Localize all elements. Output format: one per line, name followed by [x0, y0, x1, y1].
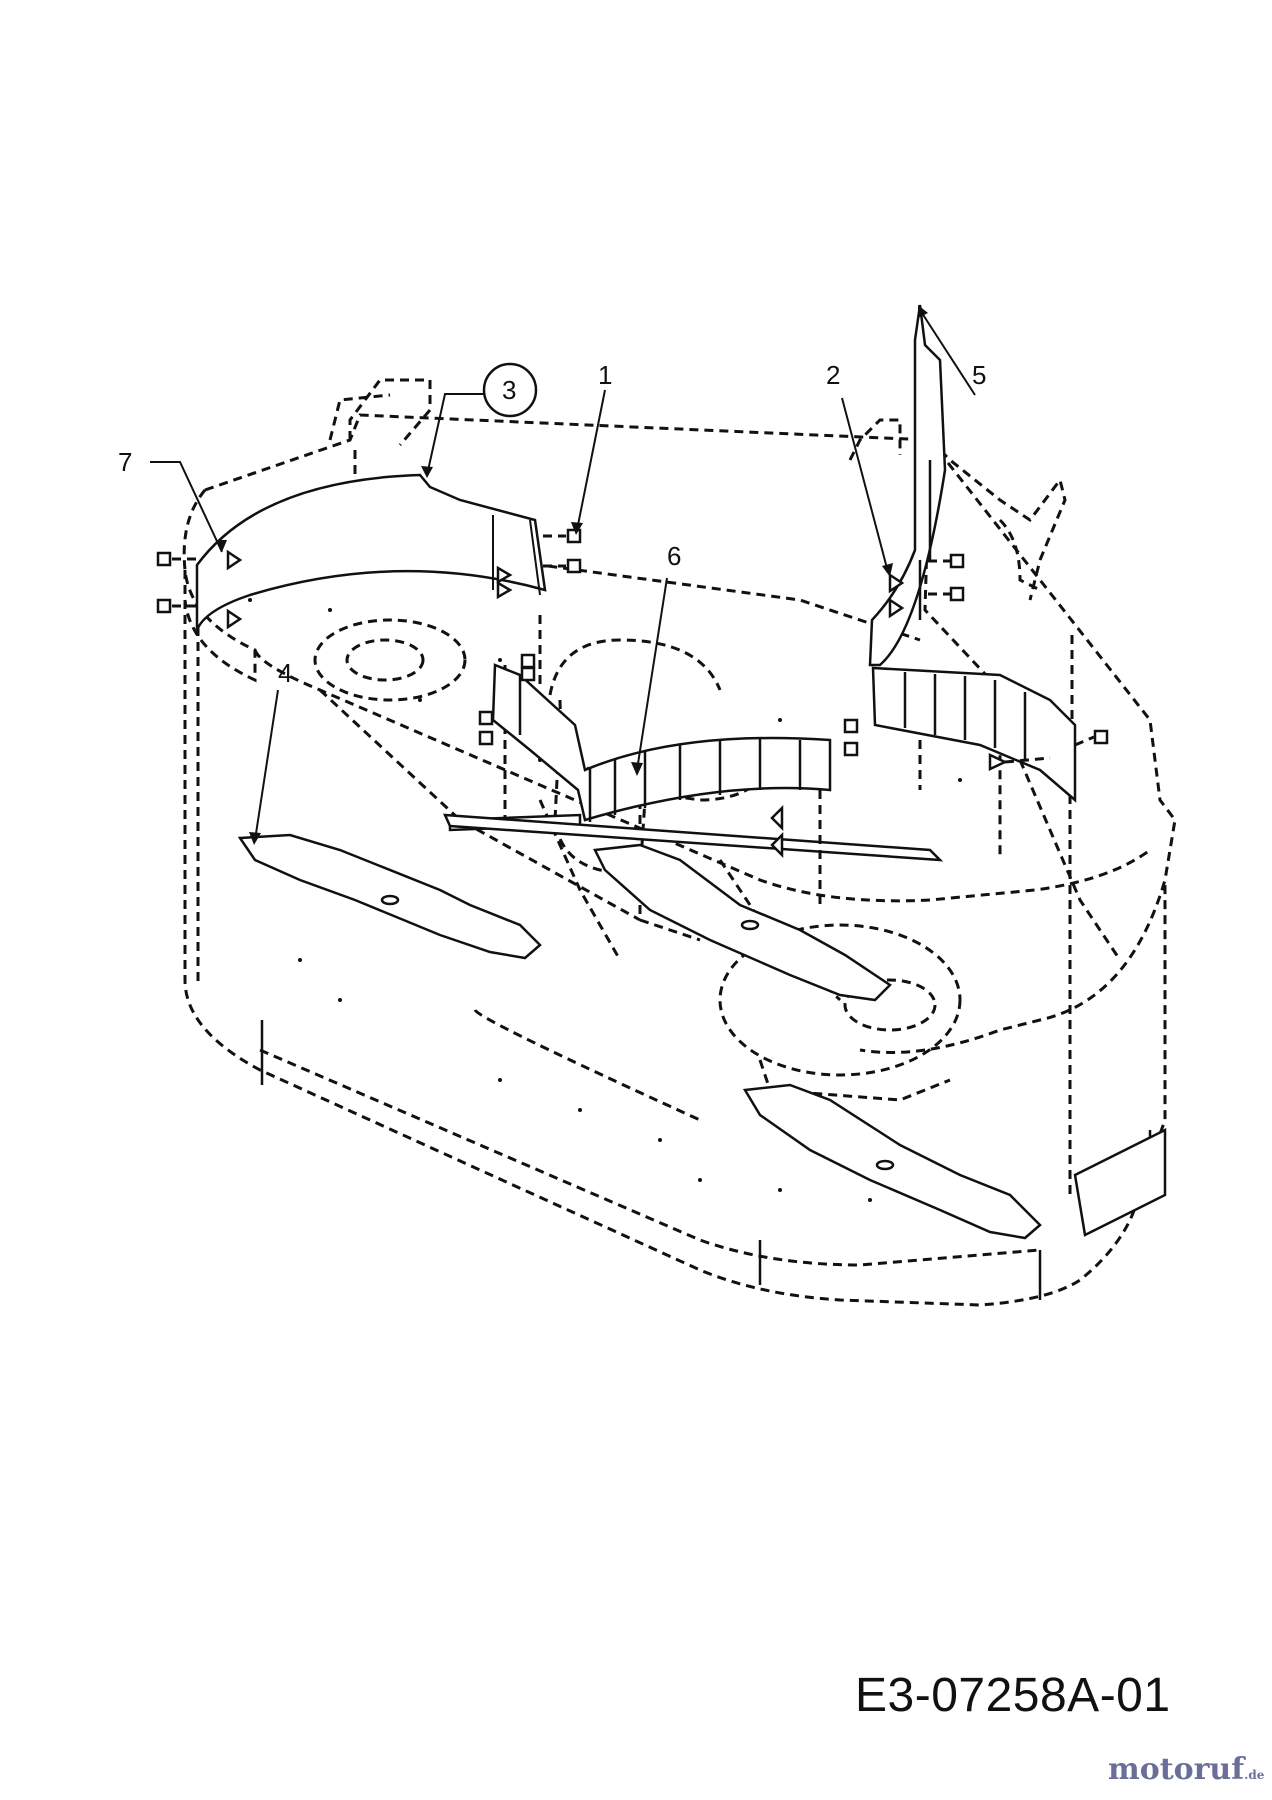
drawing-code: E3-07258A-01: [855, 1669, 1171, 1722]
blade-middle: [593, 843, 892, 1002]
callout-6: 6: [667, 541, 681, 571]
callout-1: 1: [598, 360, 612, 390]
callout-4: 4: [278, 658, 292, 688]
blade-part-4: [237, 833, 542, 960]
callout-3: 3: [502, 375, 516, 405]
baffle-part-5: [868, 304, 1077, 803]
watermark-tld: .de: [1244, 1768, 1265, 1782]
callout-7: 7: [118, 447, 132, 477]
callout-2: 2: [826, 360, 840, 390]
baffle-part-6: [491, 663, 832, 822]
leader-lines: [150, 305, 976, 845]
callout-5: 5: [972, 360, 986, 390]
watermark-logo: motoruf.de: [1108, 1752, 1264, 1787]
callout-circle-3: [482, 362, 538, 418]
watermark-text: motoruf: [1108, 1752, 1245, 1787]
mower-deck-housing: [182, 378, 1177, 1307]
baffle-part-3: [195, 473, 547, 631]
blade-right: [742, 1083, 1042, 1240]
fastener-hardware: [156, 528, 1109, 859]
